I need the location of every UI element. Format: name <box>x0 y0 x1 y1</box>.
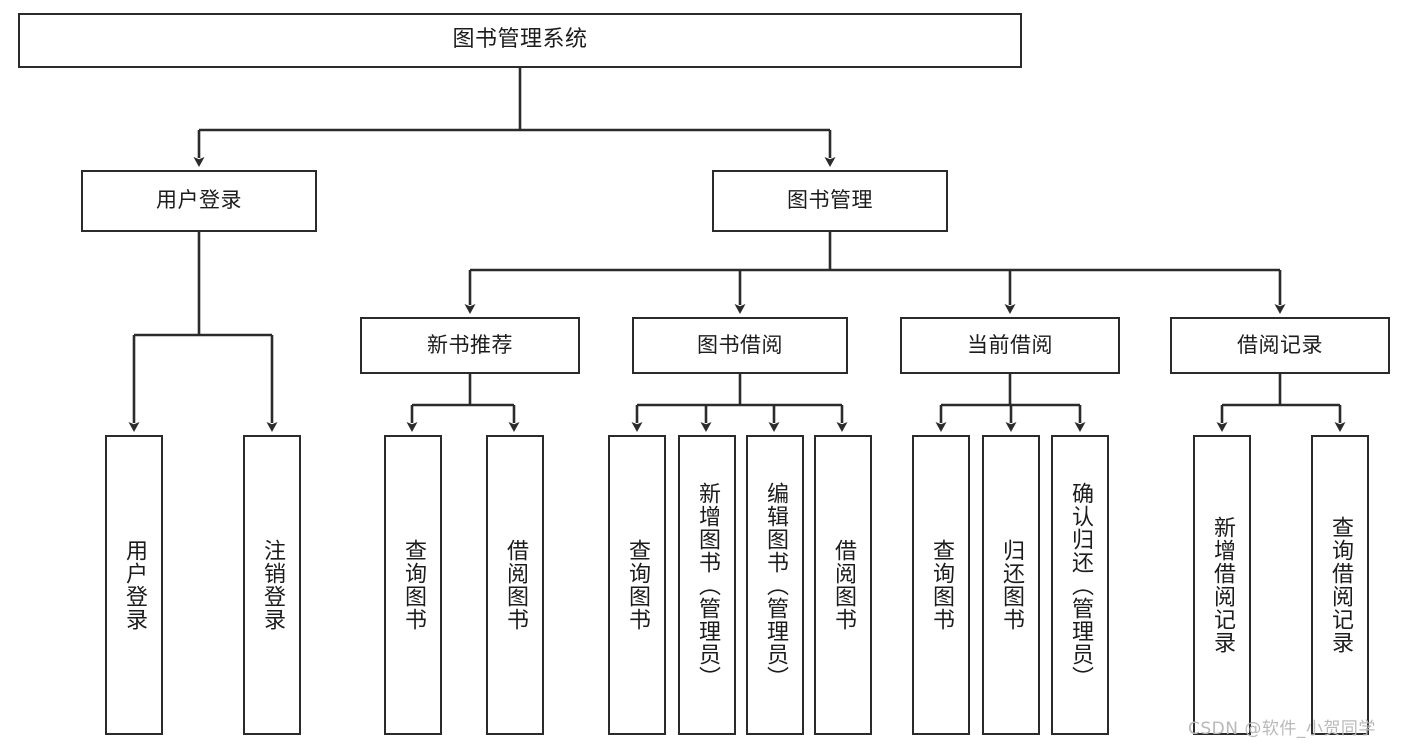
node-new-book-recommend[interactable]: 新书推荐 <box>360 317 580 374</box>
leaf-logout-login[interactable]: 注销登录 <box>243 435 301 735</box>
leaf-query-book-recommend[interactable]: 查询图书 <box>384 435 442 735</box>
leaf-confirm-return-admin[interactable]: 确认归还（管理员） <box>1051 435 1109 735</box>
leaf-borrow-book-recommend[interactable]: 借阅图书 <box>486 435 544 735</box>
node-root-system[interactable]: 图书管理系统 <box>18 13 1022 68</box>
leaf-add-book-admin[interactable]: 新增图书（管理员） <box>678 435 736 735</box>
node-current-borrow[interactable]: 当前借阅 <box>900 317 1120 374</box>
leaf-query-borrow-record[interactable]: 查询借阅记录 <box>1311 435 1369 735</box>
node-book-management[interactable]: 图书管理 <box>712 170 948 232</box>
leaf-add-borrow-record[interactable]: 新增借阅记录 <box>1193 435 1251 735</box>
leaf-return-book[interactable]: 归还图书 <box>982 435 1040 735</box>
node-user-login[interactable]: 用户登录 <box>81 170 317 232</box>
leaf-edit-book-admin[interactable]: 编辑图书（管理员） <box>746 435 804 735</box>
leaf-borrow-book[interactable]: 借阅图书 <box>814 435 872 735</box>
node-borrow-record[interactable]: 借阅记录 <box>1170 317 1390 374</box>
watermark-text: CSDN @软件_小贺同学 <box>1188 719 1376 739</box>
leaf-query-book-current[interactable]: 查询图书 <box>912 435 970 735</box>
node-book-borrow[interactable]: 图书借阅 <box>632 317 848 374</box>
leaf-query-book-borrow[interactable]: 查询图书 <box>608 435 666 735</box>
leaf-user-login[interactable]: 用户登录 <box>105 435 163 735</box>
